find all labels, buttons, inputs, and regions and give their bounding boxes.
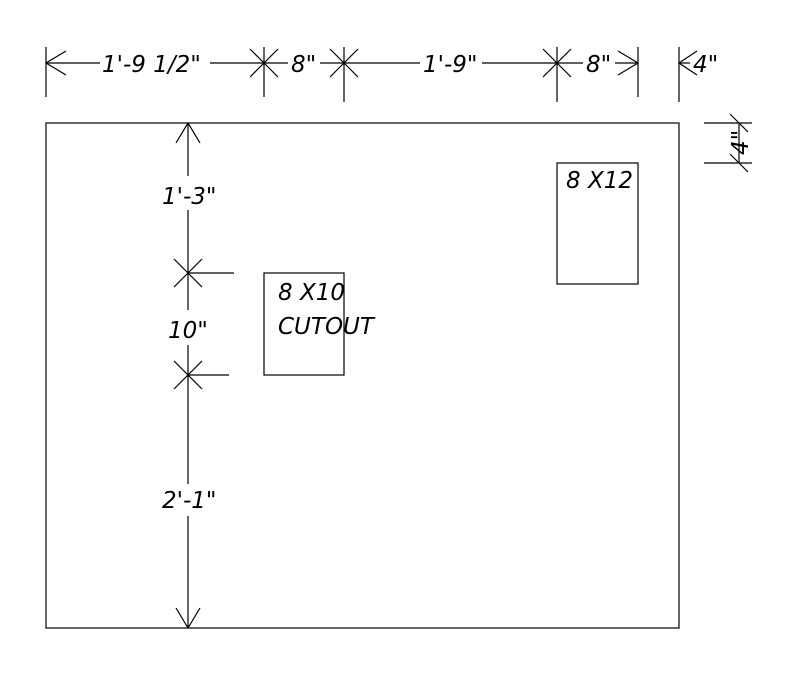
dim-label-right: 4" xyxy=(728,130,754,155)
vertical-dimension-chain: 1'-3" 10" 2'-1" xyxy=(162,121,234,630)
arrowhead xyxy=(44,50,67,76)
center-cutout: 8 X10 CUTOUT xyxy=(263,272,376,376)
dim-label-top-2: 8" xyxy=(291,52,316,78)
cutout-label: 8 X12 xyxy=(566,168,633,194)
cutout-label-line1: 8 X10 xyxy=(278,280,345,306)
cutout-outline xyxy=(556,162,639,285)
dim-label-top-4: 8" xyxy=(586,52,611,78)
top-dimension-chain: 1'-9 1/2" 8" 1'-9" 8" 4" xyxy=(44,47,718,102)
tick-mark xyxy=(729,113,749,133)
dim-label-vertical-1: 1'-3" xyxy=(162,184,216,210)
dim-label-top-3: 1'-9" xyxy=(423,52,477,78)
arrowhead xyxy=(677,50,698,76)
dim-label-top-5: 4" xyxy=(693,52,718,78)
tick-mark xyxy=(249,48,279,78)
arrowhead xyxy=(617,50,640,76)
dim-label-top-1: 1'-9 1/2" xyxy=(102,52,201,78)
corner-cutout: 8 X12 xyxy=(556,162,639,285)
tick-mark xyxy=(542,48,572,78)
cutout-label-line2: CUTOUT xyxy=(278,314,376,340)
tick-mark xyxy=(729,153,749,173)
dim-label-vertical-3: 2'-1" xyxy=(162,488,216,514)
board-outline xyxy=(45,122,680,629)
arrowhead xyxy=(175,121,201,144)
dim-label-vertical-2: 10" xyxy=(168,318,208,344)
cutout-outline xyxy=(263,272,345,376)
arrowhead xyxy=(175,607,201,630)
right-dimension: 4" xyxy=(704,113,754,173)
tick-mark xyxy=(329,48,359,78)
